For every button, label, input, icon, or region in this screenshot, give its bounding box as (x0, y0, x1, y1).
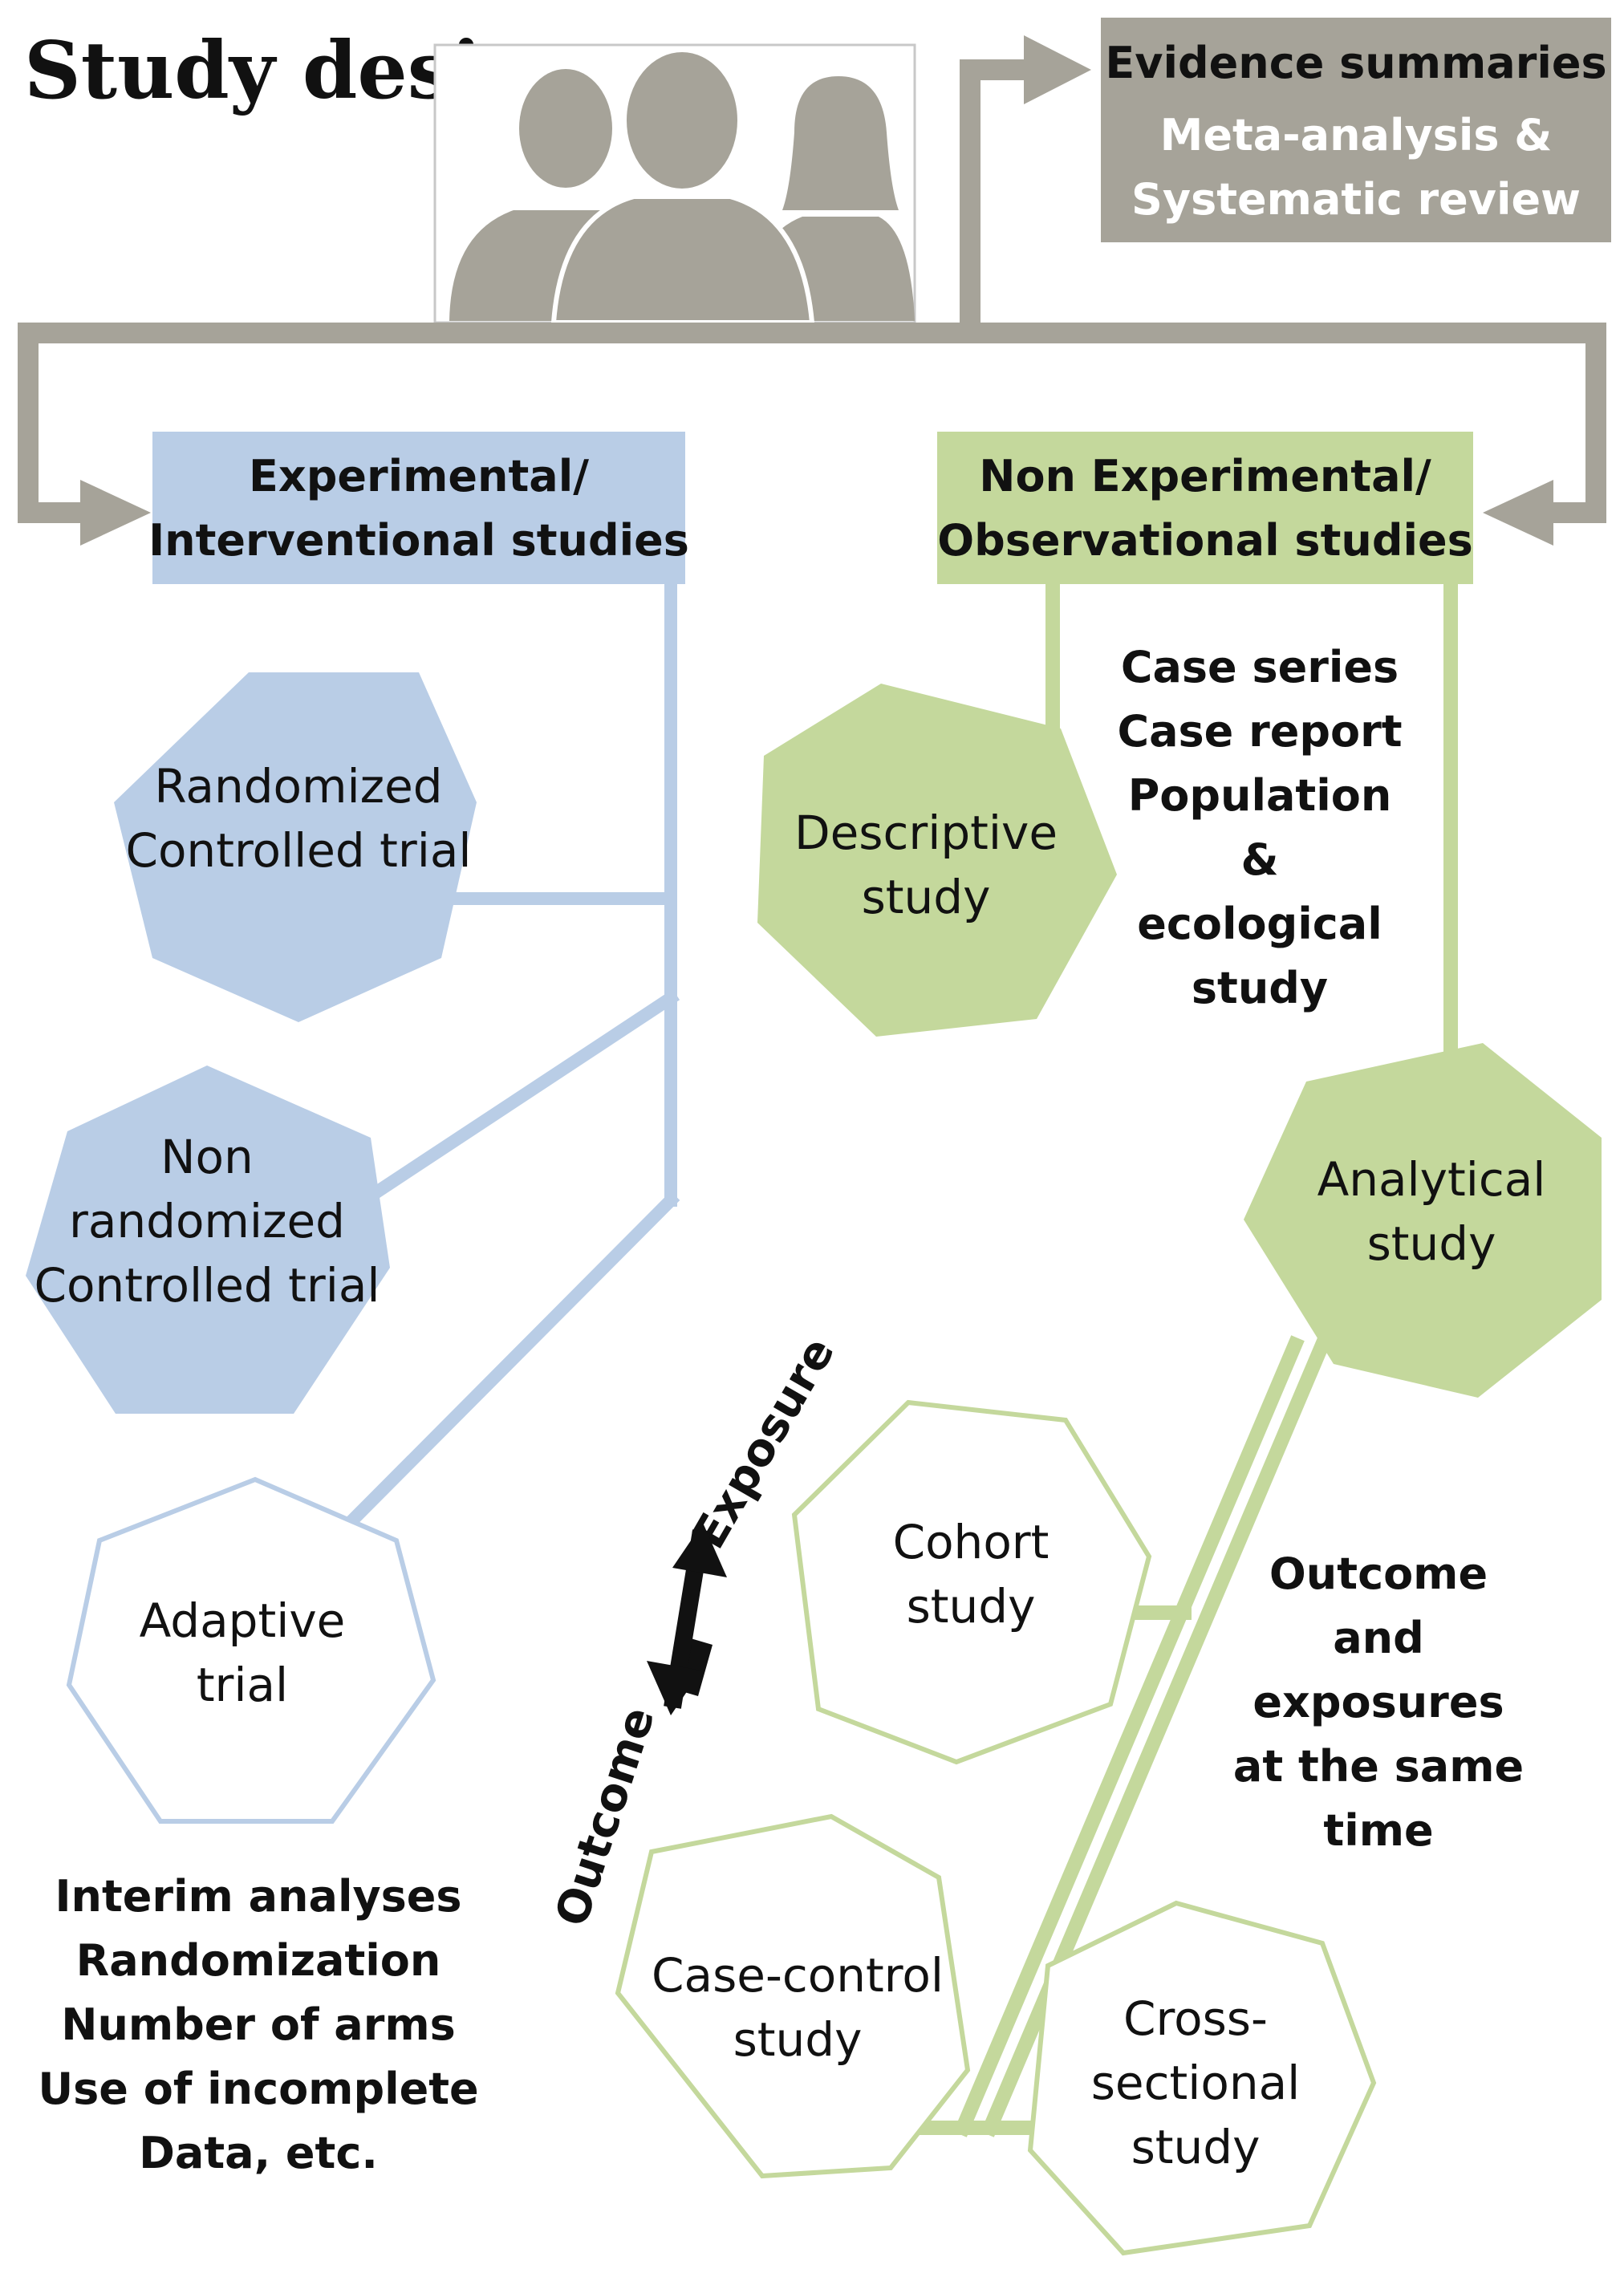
experimental-header-line1: Experimental/ (249, 451, 589, 501)
rct-line2: Controlled trial (125, 823, 471, 878)
adaptive-feature-2: Randomization (76, 1935, 441, 1986)
descriptive-type-5: ecological (1137, 899, 1382, 949)
people-silhouettes-icon (433, 43, 916, 325)
adaptive-trial-node: Adaptive trial (66, 1476, 436, 1824)
adaptive-line1: Adaptive (140, 1593, 346, 1648)
nrct-line3: Controlled trial (34, 1258, 380, 1313)
experimental-header-line2: Interventional studies (148, 515, 689, 566)
observational-header-box: Non Experimental/ Observational studies (937, 432, 1473, 584)
cross-sectional-line1: Cross- (1123, 1991, 1268, 2046)
evidence-summaries-box: Evidence summaries Meta-analysis & Syste… (1101, 18, 1611, 242)
case-control-study-node: Case-control study (615, 1813, 971, 2179)
analytical-line2: study (1367, 1216, 1496, 1271)
same-time-line2: and (1333, 1613, 1424, 1663)
case-control-line1: Case-control (652, 1948, 944, 2003)
same-time-line1: Outcome (1269, 1549, 1488, 1599)
nrct-line2: randomized (69, 1194, 345, 1248)
same-time-line4: at the same (1233, 1741, 1524, 1792)
adaptive-line2: trial (197, 1658, 288, 1712)
descriptive-line1: Descriptive (794, 806, 1058, 860)
descriptive-type-1: Case series (1121, 642, 1399, 692)
descriptive-type-2: Case report (1117, 706, 1402, 757)
nrct-node: Non randomized Controlled trial (26, 1065, 390, 1414)
evidence-title: Evidence summaries (1105, 38, 1606, 88)
experimental-header-box: Experimental/ Interventional studies (148, 432, 689, 584)
descriptive-types-list: Case series Case report Population & eco… (1117, 642, 1402, 1013)
descriptive-line2: study (862, 870, 991, 924)
case-control-line2: study (733, 2012, 863, 2067)
double-arrow-icon (647, 1523, 727, 1715)
observational-header-line1: Non Experimental/ (979, 451, 1431, 501)
adaptive-feature-3: Number of arms (61, 1999, 455, 2050)
same-time-note: Outcome and exposures at the same time (1233, 1549, 1524, 1856)
rct-line1: Randomized (154, 759, 442, 814)
analytical-study-node: Analytical study (1244, 1043, 1602, 1398)
same-time-line5: time (1323, 1805, 1433, 1856)
nrct-line1: Non (160, 1130, 254, 1184)
descriptive-type-6: study (1192, 963, 1328, 1013)
observational-header-line2: Observational studies (937, 515, 1473, 566)
evidence-line1: Meta-analysis & (1160, 110, 1553, 160)
evidence-line2: Systematic review (1131, 174, 1581, 225)
cohort-line2: study (907, 1579, 1036, 1634)
adaptive-feature-1: Interim analyses (55, 1871, 461, 1922)
adaptive-features-list: Interim analyses Randomization Number of… (38, 1871, 478, 2178)
same-time-line3: exposures (1253, 1677, 1504, 1727)
cross-sectional-study-node: Cross- sectional study (1027, 1900, 1377, 2256)
descriptive-type-4: & (1240, 834, 1278, 885)
descriptive-study-node: Descriptive study (757, 684, 1117, 1037)
cohort-line1: Cohort (893, 1515, 1050, 1569)
descriptive-type-3: Population (1128, 770, 1392, 821)
gray-arrows (18, 35, 1606, 546)
experimental-connectors (343, 573, 680, 1529)
cross-sectional-line2: sectional (1091, 2056, 1301, 2110)
analytical-line1: Analytical (1317, 1152, 1546, 1207)
rct-node: Randomized Controlled trial (114, 672, 477, 1022)
cohort-study-node: Cohort study (791, 1399, 1152, 1765)
adaptive-feature-5: Data, etc. (139, 2128, 378, 2178)
adaptive-feature-4: Use of incomplete (38, 2064, 478, 2114)
cross-sectional-line3: study (1131, 2120, 1261, 2174)
observational-connectors (880, 572, 1458, 2137)
